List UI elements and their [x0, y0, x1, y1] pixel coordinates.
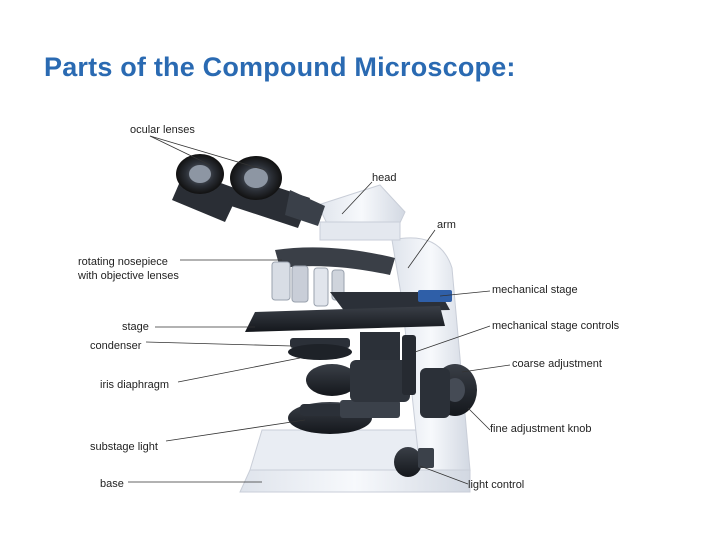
- leader-head: [341, 181, 373, 215]
- leader-arm: [407, 229, 436, 269]
- label-mechanical-stage-controls: mechanical stage controls: [492, 320, 620, 332]
- leader-substage: [165, 419, 306, 442]
- ocular-lenses: [172, 154, 325, 228]
- stage: [245, 306, 445, 332]
- label-coarse-adjustment: coarse adjustment: [512, 358, 602, 370]
- label-condenser: condenser: [90, 340, 142, 352]
- leader-iris: [177, 357, 301, 383]
- leader-fine: [467, 407, 491, 431]
- label-ocular-lenses: ocular lenses: [130, 124, 195, 136]
- leader-light-control: [419, 465, 469, 485]
- label-nosepiece-line1: rotating nosepiece: [78, 256, 168, 268]
- nosepiece: [275, 247, 395, 275]
- label-iris-diaphragm: iris diaphragm: [100, 379, 170, 391]
- leader-mech-stage: [439, 290, 491, 297]
- leader-mech-controls: [414, 325, 491, 353]
- label-head: head: [372, 172, 397, 184]
- label-stage: stage: [122, 321, 149, 333]
- leader-ocular-2: [149, 135, 266, 171]
- label-fine-adjustment-knob: fine adjustment knob: [490, 423, 592, 435]
- light-control-knob: [394, 447, 422, 477]
- page-title: Parts of the Compound Microscope:: [44, 52, 516, 82]
- condenser: [288, 344, 352, 360]
- label-arm: arm: [437, 219, 456, 231]
- label-mechanical-stage: mechanical stage: [492, 284, 578, 296]
- leader-ocular: [149, 135, 211, 166]
- leader-condenser: [145, 341, 293, 347]
- label-light-control: light control: [468, 479, 525, 491]
- label-base: base: [100, 478, 124, 490]
- leader-coarse: [461, 364, 511, 373]
- label-nosepiece-line2: with objective lenses: [78, 270, 179, 282]
- label-substage-light: substage light: [90, 441, 158, 453]
